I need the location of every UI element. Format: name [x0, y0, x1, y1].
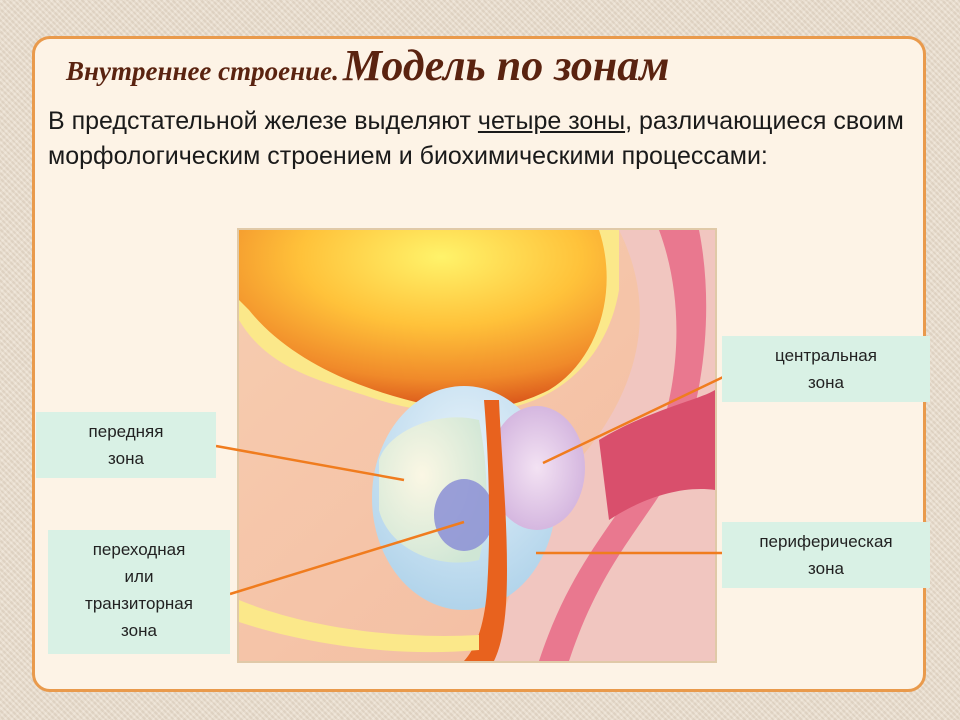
- anterior-label-line1: передняя: [88, 422, 164, 441]
- central-zone-shape: [489, 406, 585, 530]
- urethra: [464, 400, 507, 661]
- transitional-label-line4: зона: [121, 621, 157, 640]
- intro-before: В предстательной железе выделяют: [48, 107, 478, 135]
- transitional-label-line3: транзиторная: [85, 594, 193, 613]
- transitional-zone-shape: [434, 479, 494, 551]
- transitional-pointer-line: [229, 520, 465, 596]
- anatomy-svg: [239, 230, 715, 661]
- prostate-illustration: [237, 228, 717, 663]
- anterior-pointer-line: [215, 444, 405, 482]
- peripheral-label-line1: периферическая: [759, 532, 893, 551]
- rectum-fold: [599, 390, 715, 520]
- title-prefix: Внутреннее строение.: [66, 56, 339, 86]
- transitional-zone-label: переходная или транзиторная зона: [48, 530, 230, 654]
- slide-title: Внутреннее строение. Модель по зонам: [66, 40, 669, 91]
- title-main: Модель по зонам: [342, 41, 670, 90]
- central-pointer-line: [542, 367, 741, 465]
- intro-underlined: четыре зоны: [477, 107, 626, 135]
- intro-after: , различающиеся своим морфологическим ст…: [48, 107, 904, 170]
- peripheral-label-line2: зона: [808, 559, 844, 578]
- transitional-label-line2: или: [124, 567, 154, 586]
- pelvic-floor: [239, 600, 479, 653]
- transitional-label-line1: переходная: [92, 540, 186, 559]
- anterior-label-line2: зона: [108, 449, 144, 468]
- bladder: [239, 230, 607, 410]
- central-label-line2: зона: [808, 373, 844, 392]
- central-zone-label: центральная зона: [722, 336, 930, 402]
- peripheral-zone-label: периферическая зона: [722, 522, 930, 588]
- intro-text: В предстательной железе выделяют четыре …: [48, 104, 908, 174]
- central-label-line1: центральная: [775, 346, 877, 365]
- anterior-zone-label: передняя зона: [36, 412, 216, 478]
